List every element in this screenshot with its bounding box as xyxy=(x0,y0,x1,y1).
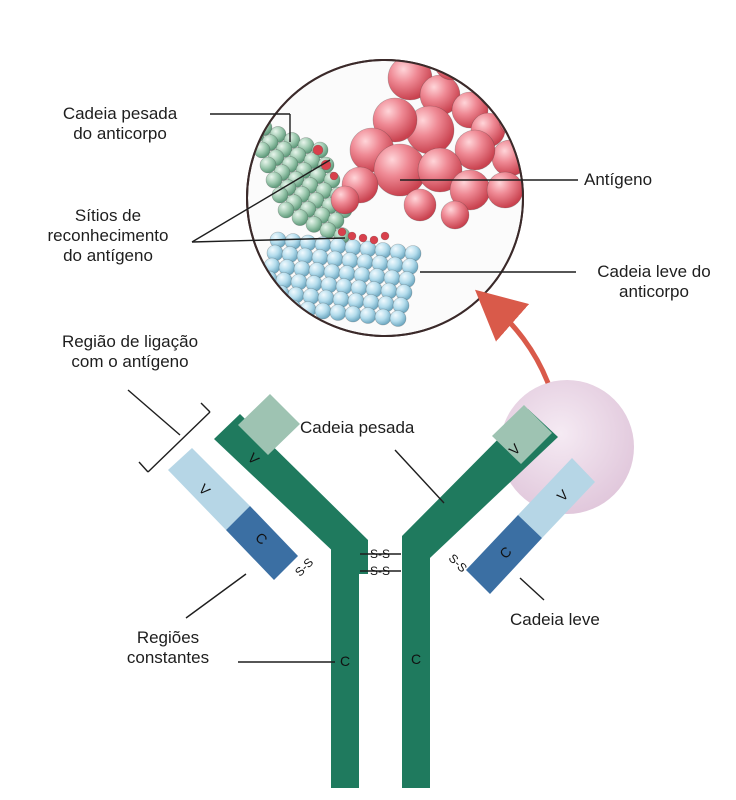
label-heavy-chain-antibody-line1: Cadeia pesada xyxy=(34,104,206,124)
antigen-sphere xyxy=(441,201,469,229)
light-sphere xyxy=(345,306,361,322)
ss-inter-top: S-S xyxy=(370,547,390,561)
ss-inter-bottom: S-S xyxy=(370,564,390,578)
site-sphere xyxy=(370,236,378,244)
label-recognition-sites-line2: reconhecimento xyxy=(28,226,188,246)
letter-c-heavy-left: C xyxy=(340,653,350,669)
antigen-sphere xyxy=(404,189,436,221)
label-heavy-chain-antibody: Cadeia pesada do anticorpo xyxy=(34,104,206,144)
antigen-sphere xyxy=(479,76,511,108)
label-recognition-sites-line1: Sítios de xyxy=(28,206,188,226)
disulfide-bonds: S-S S-S S-S S-S xyxy=(292,547,470,579)
heavy-chain-left xyxy=(214,394,368,788)
label-constant-regions-line2: constantes xyxy=(98,648,238,668)
heavy-sphere xyxy=(292,210,308,226)
label-heavy-chain: Cadeia pesada xyxy=(300,418,414,438)
antigen-sphere xyxy=(487,172,523,208)
heavy-sphere xyxy=(306,216,322,232)
label-recognition-sites-line3: do antígeno xyxy=(28,246,188,266)
label-constant-regions-line1: Regiões xyxy=(98,628,238,648)
light-sphere xyxy=(375,309,391,325)
site-sphere xyxy=(330,172,338,180)
antigen-sphere xyxy=(506,68,530,92)
letter-c-heavy-right: C xyxy=(411,651,421,667)
site-sphere xyxy=(338,228,346,236)
heavy-sphere xyxy=(266,172,282,188)
label-binding-region-line2: com o antígeno xyxy=(30,352,230,372)
label-light-chain-antibody-line1: Cadeia leve do xyxy=(574,262,734,282)
label-binding-region-line1: Região de ligação xyxy=(30,332,230,352)
light-sphere xyxy=(315,303,331,319)
light-sphere xyxy=(390,311,406,327)
light-sphere xyxy=(270,299,286,315)
ss-right: S-S xyxy=(446,551,470,575)
antigen-sphere xyxy=(499,104,531,136)
antigen-sphere xyxy=(434,44,470,80)
magnify-arrow xyxy=(490,303,548,383)
antigen-sphere xyxy=(331,186,359,214)
site-sphere xyxy=(348,232,356,240)
label-constant-regions: Regiões constantes xyxy=(98,628,238,668)
label-binding-region: Região de ligação com o antígeno xyxy=(30,332,230,372)
light-sphere xyxy=(255,297,271,313)
label-heavy-chain-antibody-line2: do anticorpo xyxy=(34,124,206,144)
label-antigen: Antígeno xyxy=(584,170,652,190)
label-recognition-sites: Sítios de reconhecimento do antígeno xyxy=(28,206,188,266)
magnified-view xyxy=(242,34,531,336)
heavy-sphere xyxy=(320,222,336,238)
label-light-chain-antibody-line2: anticorpo xyxy=(574,282,734,302)
heavy-sphere xyxy=(260,157,276,173)
light-sphere xyxy=(330,305,346,321)
label-light-chain: Cadeia leve xyxy=(510,610,600,630)
site-sphere xyxy=(313,145,323,155)
antigen-sphere xyxy=(416,34,444,62)
heavy-sphere xyxy=(278,202,294,218)
light-sphere xyxy=(258,284,274,300)
antigen-sphere xyxy=(492,140,528,176)
light-sphere xyxy=(360,308,376,324)
site-sphere xyxy=(381,232,389,240)
site-sphere xyxy=(359,234,367,242)
light-sphere xyxy=(285,300,301,316)
label-light-chain-antibody: Cadeia leve do anticorpo xyxy=(574,262,734,302)
